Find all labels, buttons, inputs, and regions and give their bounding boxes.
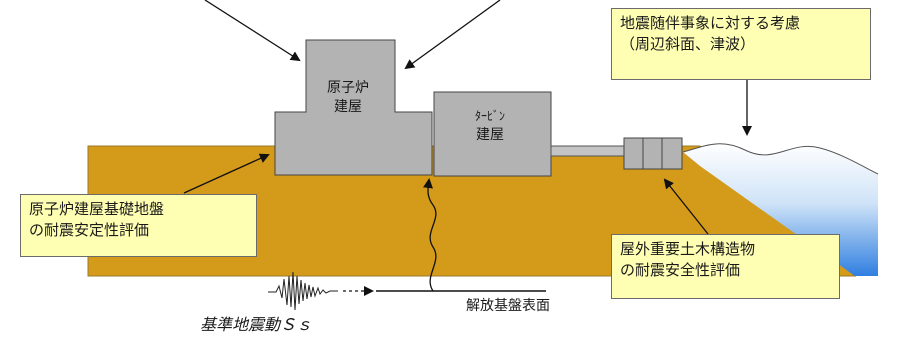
arrow-right-top xyxy=(404,0,501,70)
callout-civil-structures: 屋外重要土木構造物 の耐震安全性評価 xyxy=(611,234,840,299)
foundation-line2: の耐震安定性評価 xyxy=(29,221,150,239)
sea-surface-line xyxy=(682,143,879,175)
reactor-building-label: 原子炉 建屋 xyxy=(323,79,373,117)
turbine-building xyxy=(433,91,552,177)
callout-accompanying-events: 地震随伴事象に対する考慮 （周辺斜面、津波） xyxy=(611,8,871,80)
connecting-pipe xyxy=(550,145,625,157)
ground-motion-label: 基準地震動Ｓｓ xyxy=(200,315,313,334)
seismic-wave-arrow xyxy=(423,178,437,292)
reactor-building xyxy=(274,39,433,176)
turbine-label-line2: 建屋 xyxy=(476,127,504,143)
foundation-line1: 原子炉建屋基礎地盤 xyxy=(29,200,165,218)
arrow-foundation xyxy=(183,153,270,194)
accompanying-line1: 地震随伴事象に対する考慮 xyxy=(620,14,801,32)
callout-foundation: 原子炉建屋基礎地盤 の耐震安定性評価 xyxy=(20,194,257,257)
reactor-label-line2: 建屋 xyxy=(334,99,362,115)
accompanying-line2: （周辺斜面、津波） xyxy=(620,35,756,53)
turbine-label-line1: ﾀｰﾋﾞﾝ xyxy=(474,109,505,123)
civil-line1: 屋外重要土木構造物 xyxy=(620,240,756,258)
outdoor-structure xyxy=(623,137,683,170)
seismograph-trace xyxy=(268,271,338,311)
reactor-label-line1: 原子炉 xyxy=(327,80,369,96)
arrow-civil xyxy=(663,178,709,235)
arrow-left-top xyxy=(204,0,301,62)
base-surface-label: 解放基盤表面 xyxy=(466,298,550,314)
turbine-building-label: ﾀｰﾋﾞﾝ 建屋 xyxy=(465,107,515,145)
civil-line2: の耐震安全性評価 xyxy=(620,261,741,279)
